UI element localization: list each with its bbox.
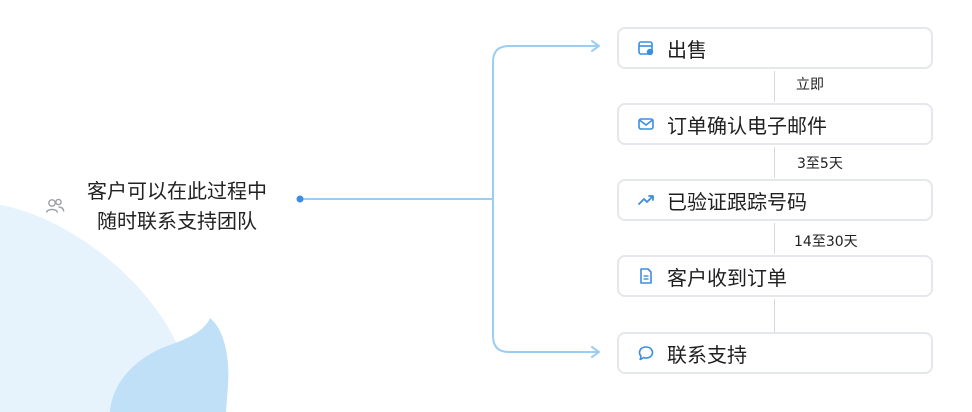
people-icon: [45, 198, 65, 213]
step-link-2: [774, 147, 775, 178]
decor-blob: [110, 318, 229, 412]
gap-label-1: 立即: [796, 74, 824, 94]
source-label: 客户可以在此过程中 随时联系支持团队: [72, 176, 282, 236]
step-card-order-received[interactable]: 客户收到订单: [617, 255, 933, 297]
mail-icon: [638, 118, 654, 130]
step-link-1: [774, 71, 775, 102]
step-card-contact-support[interactable]: 联系支持: [617, 332, 933, 374]
gap-label-2: 3至5天: [797, 153, 843, 173]
step-card-confirmation-email[interactable]: 订单确认电子邮件: [617, 103, 933, 145]
step-label-sale: 出售: [667, 37, 707, 62]
arrowhead-upper: [591, 40, 600, 52]
step-label-confirmation-email: 订单确认电子邮件: [667, 113, 827, 138]
trend-icon: [638, 195, 654, 205]
gap-label-3: 14至30天: [794, 231, 858, 251]
step-link-4: [774, 299, 775, 332]
source-dot: [296, 195, 304, 203]
source-line-1: 客户可以在此过程中: [87, 179, 267, 203]
step-card-sale[interactable]: 出售: [617, 27, 933, 69]
step-card-tracking[interactable]: 已验证跟踪号码: [617, 179, 933, 221]
chat-bubble-icon: [638, 346, 654, 361]
source-line-2: 随时联系支持团队: [97, 209, 257, 233]
step-label-contact-support: 联系支持: [667, 342, 747, 367]
step-link-3: [774, 223, 775, 254]
connector-upper: [492, 45, 599, 200]
document-icon: [640, 268, 652, 284]
connector-lower: [492, 198, 599, 353]
step-label-tracking: 已验证跟踪号码: [667, 189, 807, 214]
step-label-order-received: 客户收到订单: [667, 265, 787, 290]
store-icon: [638, 41, 654, 56]
arrowhead-lower: [591, 346, 600, 358]
source-node: 客户可以在此过程中 随时联系支持团队: [44, 176, 294, 236]
